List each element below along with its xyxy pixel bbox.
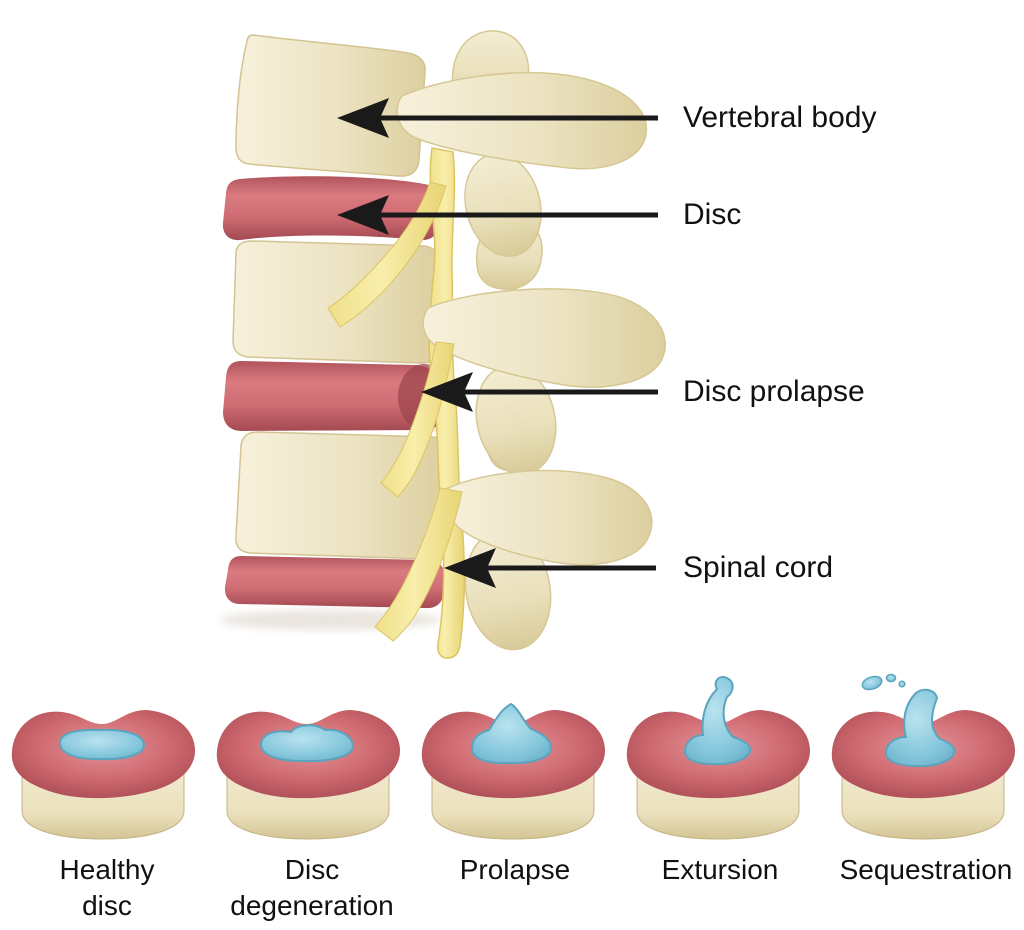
stage-label-extursion: Extursion bbox=[661, 854, 779, 885]
disc-1 bbox=[222, 176, 442, 241]
arrow-disc bbox=[337, 195, 658, 235]
sequestered-fragments bbox=[861, 673, 906, 691]
disc-stage-extursion bbox=[626, 676, 811, 840]
stage-label-prolapse: Prolapse bbox=[459, 854, 571, 885]
nucleus-healthy bbox=[58, 728, 146, 761]
callout-label-vertebral-body: Vertebral body bbox=[683, 101, 877, 134]
stage-label-sequestration: Sequestration bbox=[839, 854, 1013, 885]
arrow-vertebral-body bbox=[337, 98, 658, 138]
disc-prolapsed bbox=[223, 361, 449, 431]
disc-3 bbox=[224, 556, 446, 609]
nucleus-degeneration bbox=[259, 724, 355, 763]
spine-illustration bbox=[220, 30, 667, 659]
disc-stage-prolapse bbox=[421, 702, 606, 840]
callout-label-spinal-cord: Spinal cord bbox=[683, 551, 834, 584]
arrow-disc-prolapse bbox=[421, 372, 658, 412]
disc-stage-healthy bbox=[11, 710, 196, 840]
nucleus-sequestration bbox=[884, 688, 956, 768]
stage-label-disc-degeneration: Disc degeneration bbox=[230, 854, 394, 921]
disc-stage-row bbox=[11, 673, 1016, 840]
callout-label-disc: Disc bbox=[683, 198, 742, 231]
nucleus-prolapse bbox=[470, 702, 553, 765]
callout-arrows bbox=[337, 98, 658, 588]
stage-label-healthy-disc: Healthy disc bbox=[59, 854, 155, 921]
vertebral-body-1 bbox=[235, 34, 426, 177]
nucleus-extursion bbox=[683, 676, 752, 766]
callout-label-disc-prolapse: Disc prolapse bbox=[683, 375, 865, 408]
spinous-processes bbox=[396, 72, 667, 566]
disc-stage-sequestration bbox=[831, 673, 1016, 840]
disc-stage-degeneration bbox=[216, 710, 401, 840]
articular-masses bbox=[464, 153, 557, 651]
nerve-roots bbox=[327, 181, 463, 642]
arrow-spinal-cord bbox=[444, 548, 656, 588]
